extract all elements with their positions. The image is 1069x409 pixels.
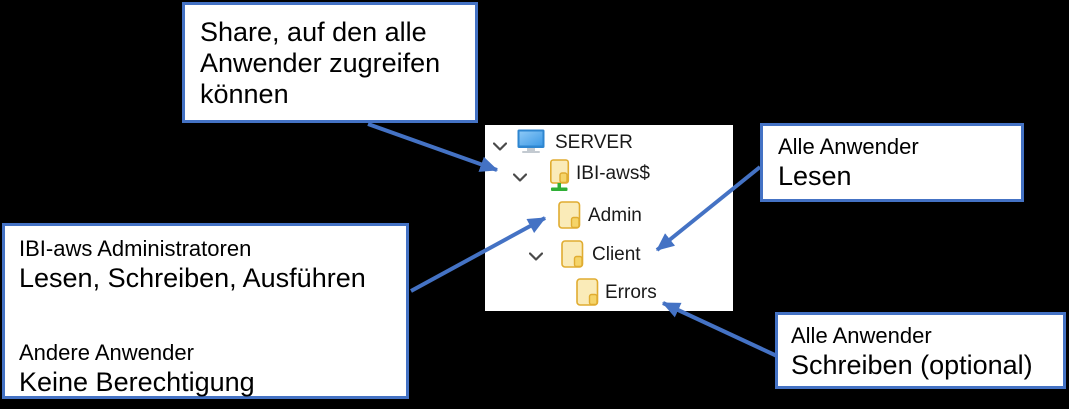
chevron-down-icon xyxy=(528,252,544,261)
client-callout-value: Lesen xyxy=(778,161,852,191)
tree-item-client[interactable]: Client xyxy=(592,244,641,265)
tree-chevron-client[interactable] xyxy=(528,248,544,266)
share-callout-line: Anwender zugreifen xyxy=(200,48,441,78)
client-callout-title: Alle Anwender xyxy=(778,134,919,159)
share-callout: Share, auf den alle Anwender zugreifen k… xyxy=(182,2,478,123)
tree-chevron-server[interactable] xyxy=(492,138,508,156)
chevron-down-icon xyxy=(512,173,528,182)
admins-group-title: Andere Anwender xyxy=(19,340,194,365)
folder-icon xyxy=(561,240,584,273)
shared-folder-icon xyxy=(547,159,571,197)
spacer xyxy=(19,295,406,339)
tree-item-ibi-aws[interactable]: IBI-aws$ xyxy=(576,163,650,184)
chevron-down-icon xyxy=(492,142,508,151)
admins-group-title: IBI-aws Administratoren xyxy=(19,236,252,261)
tree-item-admin[interactable]: Admin xyxy=(588,205,642,226)
errors-callout-title: Alle Anwender xyxy=(791,323,932,348)
errors-callout-value: Schreiben (optional) xyxy=(791,350,1033,380)
share-callout-line: Share, auf den alle xyxy=(200,17,427,47)
tree-chevron-ibi-aws[interactable] xyxy=(512,169,528,187)
computer-icon xyxy=(517,129,545,158)
tree-item-server[interactable]: SERVER xyxy=(555,132,633,153)
admins-callout: IBI-aws Administratoren Lesen, Schreiben… xyxy=(2,223,409,399)
admins-group-value: Keine Berechtigung xyxy=(19,367,255,397)
errors-callout: Alle Anwender Schreiben (optional) xyxy=(775,312,1066,389)
tree-item-errors[interactable]: Errors xyxy=(605,282,657,303)
arrow-share-to-ibi-aws xyxy=(367,122,499,172)
folder-icon xyxy=(558,201,581,234)
admins-group-value: Lesen, Schreiben, Ausführen xyxy=(19,263,366,293)
folder-icon xyxy=(576,278,599,311)
folder-tree-panel: SERVER IBI-aws$ Admin xyxy=(485,125,733,311)
client-callout: Alle Anwender Lesen xyxy=(760,123,1024,202)
share-callout-line: können xyxy=(200,79,289,109)
